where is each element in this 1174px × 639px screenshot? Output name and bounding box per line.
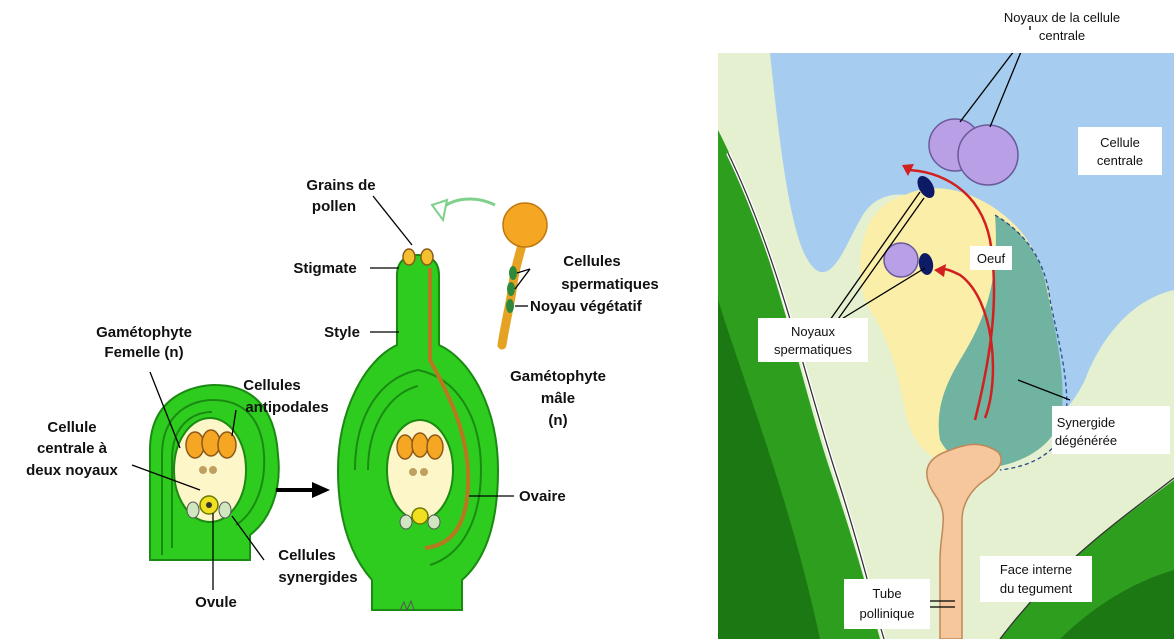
label-cellule-centrale: deux noyaux [26,462,118,479]
label-cellules-antipodales: Cellules [243,377,301,394]
label-gametophyte-femelle: Gamétophyte [96,324,192,341]
central-cell-nucleus [199,466,207,474]
left-diagram: Gamétophyte Femelle (n) Cellules antipod… [26,177,659,611]
label-cellules-synergides: Cellules [278,547,336,564]
pollen-grain [421,249,433,265]
label-ovule: Ovule [195,594,237,611]
antipodal-cell [186,432,204,458]
label-tube-pollinique: pollinique [860,606,915,621]
label-synergide-degeneree: dégénérée [1055,433,1117,448]
curved-arrow [432,199,495,220]
label-noyau-vegetatif: Noyau végétatif [530,298,643,315]
central-cell-nucleus [209,466,217,474]
right-arrow [276,482,330,498]
vegetative-nucleus [506,299,514,313]
label-oeuf: Oeuf [977,251,1006,266]
pollen-grain [403,249,415,265]
antipodal-cell [202,430,220,456]
synergid-cell [187,502,199,518]
pistil-drawing [338,249,498,610]
label-noyaux-cellule-centrale: centrale [1039,28,1085,43]
left-labels: Gamétophyte Femelle (n) Cellules antipod… [26,177,659,611]
label-cellules-synergides: synergides [278,569,357,586]
pollen-grain-male [503,203,547,247]
label-synergide-degeneree: Synergide [1057,415,1116,430]
label-noyaux-spermatiques: Noyaux [791,324,836,339]
male-gametophyte-drawing [502,203,547,345]
label-gametophyte-male: (n) [548,412,567,429]
label-cellules-spermatiques: Cellules [563,253,621,270]
label-noyaux-cellule-centrale: Noyaux de la cellule [1004,10,1120,25]
label-cellule-centrale: Cellule [47,419,96,436]
synergid-cell [219,502,231,518]
label-cellules-spermatiques: spermatiques [561,276,659,293]
sperm-cell [509,266,517,280]
central-cell-nucleus [958,125,1018,185]
label-gametophyte-male: mâle [541,390,575,407]
label-cellule-centrale-right: centrale [1097,153,1143,168]
label-cellule-centrale-right: Cellule [1100,135,1140,150]
label-gametophyte-male: Gamétophyte [510,368,606,385]
label-gametophyte-femelle: Femelle (n) [104,344,183,361]
label-stigmate: Stigmate [293,260,356,277]
antipodal-cell [218,432,236,458]
label-tube-pollinique: Tube [872,586,901,601]
sperm-cell [507,282,515,296]
label-cellule-centrale: centrale à [37,440,108,457]
label-noyaux-spermatiques: spermatiques [774,342,853,357]
label-grains-pollen: Grains de [306,177,375,194]
label-style: Style [324,324,360,341]
right-diagram: Noyaux de la cellule centrale Cellule ce… [718,10,1174,639]
label-face-interne: Face interne [1000,562,1072,577]
label-face-interne: du tegument [1000,581,1073,596]
label-cellules-antipodales: antipodales [245,399,328,416]
label-grains-pollen: pollen [312,198,356,215]
label-ovaire: Ovaire [519,488,566,505]
